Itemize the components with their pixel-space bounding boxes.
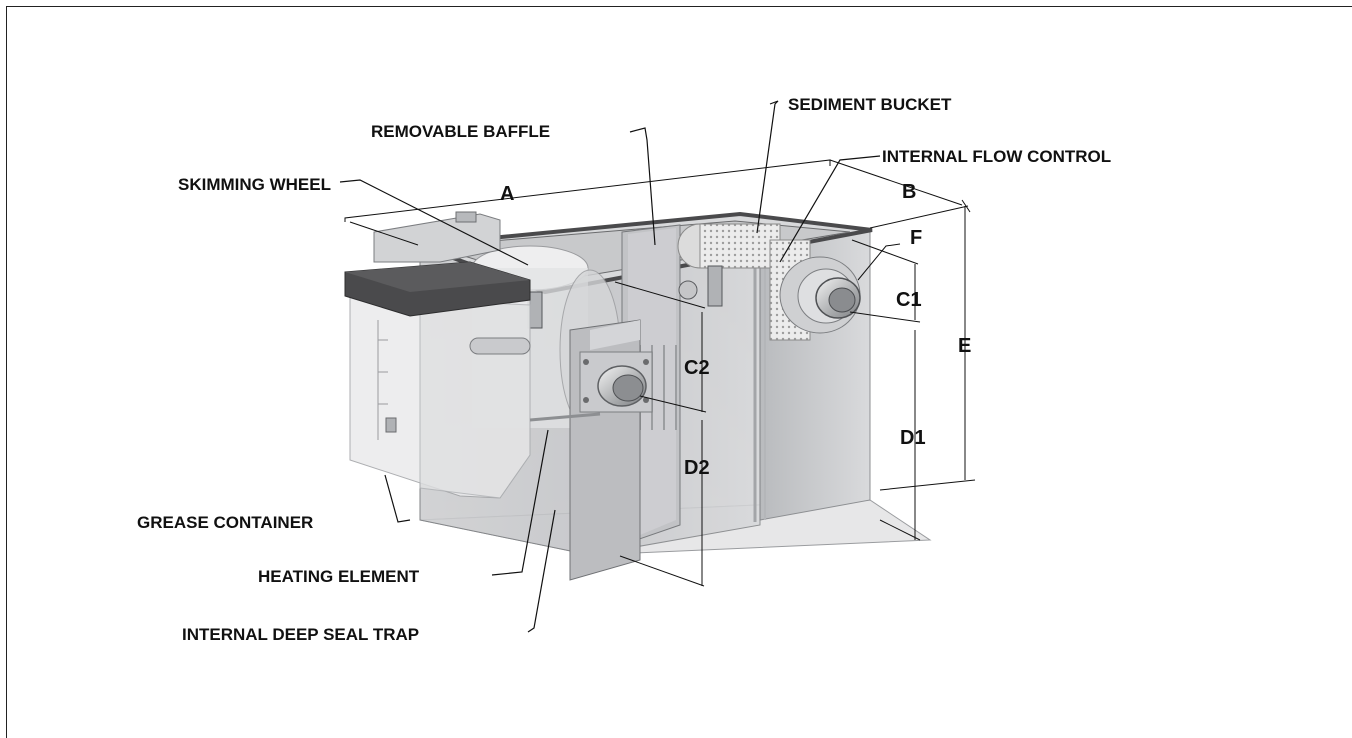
dim-label-d1: D1: [900, 427, 926, 449]
dim-label-c1: C1: [896, 289, 922, 311]
internal-deep-seal-trap-part: [569, 319, 653, 581]
callout-sediment-bucket: SEDIMENT BUCKET: [788, 95, 952, 114]
callout-heating-element: HEATING ELEMENT: [258, 567, 420, 586]
diagram-frame: [6, 6, 1352, 738]
internal-flow-control-part: [779, 256, 861, 334]
callout-internal-flow-control: INTERNAL FLOW CONTROL: [882, 147, 1111, 166]
dimension-labels: A B C1 C2 D1 D2 E F: [500, 181, 971, 479]
callout-leaders: [339, 100, 881, 633]
dim-label-e: E: [958, 335, 971, 357]
callout-skimming-wheel: SKIMMING WHEEL: [178, 175, 331, 194]
callout-grease-container: GREASE CONTAINER: [137, 513, 313, 532]
rear-cover-plate: [373, 211, 501, 263]
dim-label-b: B: [902, 181, 916, 203]
grease-container-part: [344, 261, 601, 499]
sediment-bucket-part: [677, 223, 811, 341]
dimension-lines: [344, 159, 976, 587]
dim-label-c2: C2: [684, 357, 710, 379]
dim-label-a: A: [500, 183, 514, 205]
dim-label-d2: D2: [684, 457, 710, 479]
inlet-pipe: [597, 365, 647, 407]
callout-removable-baffle: REMOVABLE BAFFLE: [371, 122, 550, 141]
callout-internal-deep-seal-trap: INTERNAL DEEP SEAL TRAP: [182, 625, 419, 644]
dim-label-f: F: [910, 227, 922, 249]
callout-labels: REMOVABLE BAFFLE SEDIMENT BUCKET INTERNA…: [137, 95, 1111, 644]
